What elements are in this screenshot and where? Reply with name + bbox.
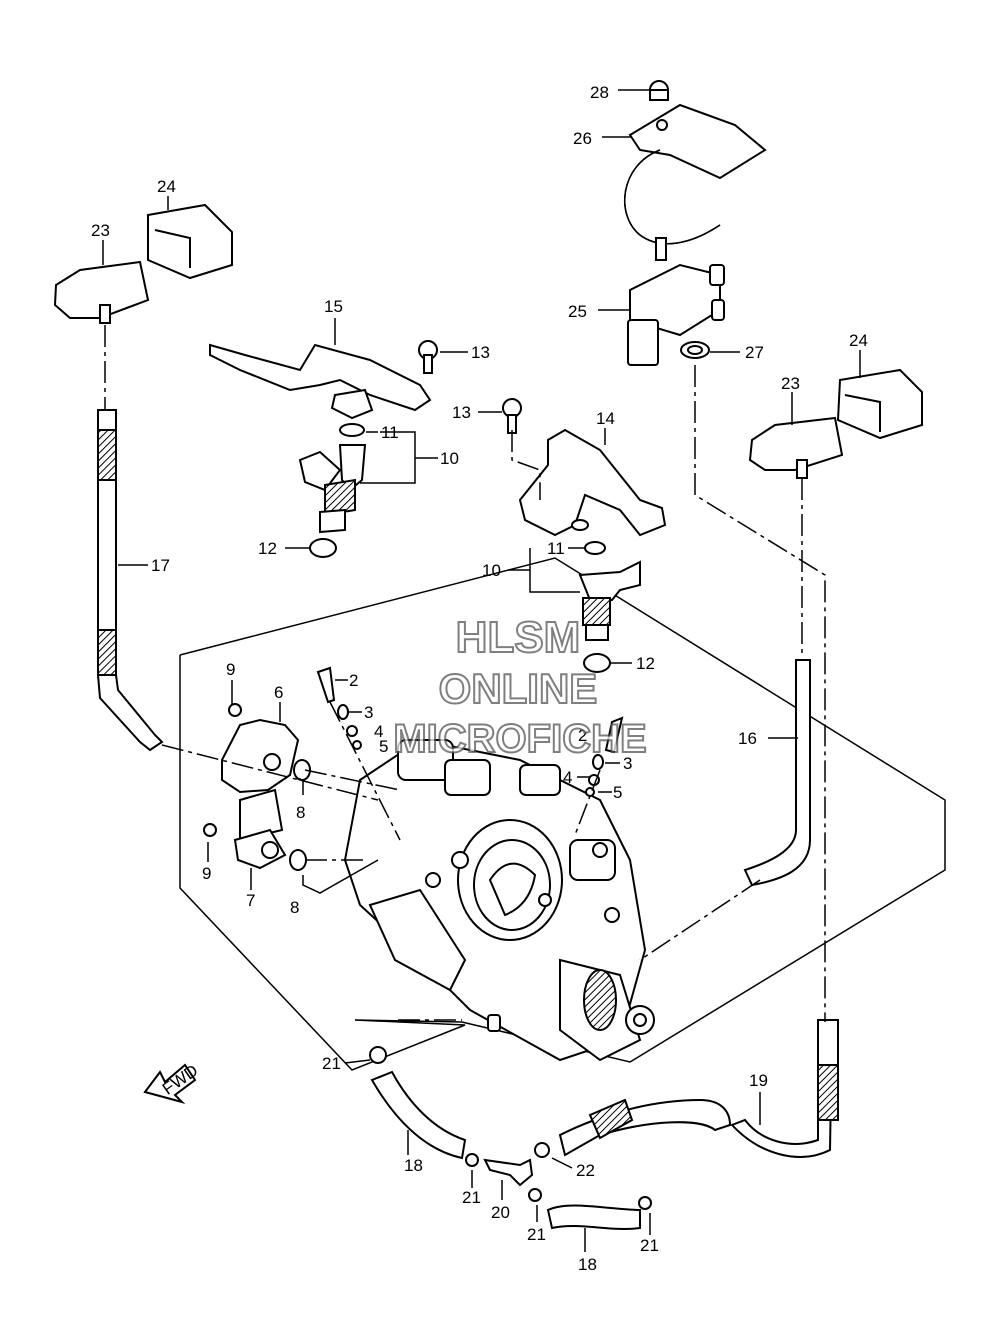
sensor-7 (203, 788, 307, 871)
watermark-line3: MICROFICHE (393, 717, 646, 761)
callout-23-left: 23 (91, 221, 110, 240)
callout-9-bottom: 9 (202, 864, 211, 883)
callout-28: 28 (590, 83, 609, 102)
hoses-bottom (369, 1019, 839, 1230)
callout-11-right: 11 (547, 539, 565, 558)
callout-4-right: 4 (563, 768, 572, 787)
callout-9-top: 9 (226, 660, 235, 679)
callout-18-left: 18 (404, 1156, 423, 1175)
callout-13-top: 13 (471, 343, 490, 362)
callout-3-right: 3 (623, 754, 632, 773)
screws-2-5 (316, 666, 624, 797)
callout-2-right: 2 (578, 726, 587, 745)
assembly-lines (104, 325, 826, 1022)
callout-7: 7 (246, 891, 255, 910)
delivery-pipe-15 (209, 343, 432, 420)
callout-4-left: 4 (374, 722, 383, 741)
callout-20: 20 (491, 1203, 510, 1222)
fwd-arrow: FWD (143, 1061, 202, 1104)
callout-10-left: 10 (440, 449, 459, 468)
watermark-line2: ONLINE (439, 665, 598, 712)
connector-left (53, 203, 233, 324)
callout-2-left: 2 (349, 671, 358, 690)
pipe-14 (502, 398, 667, 537)
assembly-frame (179, 557, 946, 1071)
hose-17 (96, 409, 164, 752)
callout-27: 27 (745, 343, 764, 362)
callout-5-left: 5 (379, 737, 388, 756)
injector-right (578, 541, 641, 673)
callouts: 28 26 24 23 25 27 15 13 13 14 24 23 11 1… (91, 83, 868, 1274)
sensor-6 (221, 703, 311, 794)
callout-8-top: 8 (296, 803, 305, 822)
connector-right (748, 368, 923, 479)
callout-6: 6 (274, 683, 283, 702)
watermark: HLSM ONLINE MICROFICHE (392, 612, 647, 762)
callout-26: 26 (573, 129, 592, 148)
throttle-body (343, 738, 655, 1062)
callout-12-left: 12 (258, 539, 277, 558)
callout-13-mid: 13 (452, 403, 471, 422)
callout-19: 19 (749, 1071, 768, 1090)
callout-16: 16 (738, 729, 757, 748)
callout-3-left: 3 (364, 703, 373, 722)
callout-11-left: 11 (381, 423, 399, 442)
callout-15: 15 (324, 297, 343, 316)
screw-13a (418, 340, 438, 374)
callout-5-right: 5 (613, 783, 622, 802)
callout-12-right: 12 (636, 654, 655, 673)
bracket-assembly (623, 80, 767, 366)
hose-16 (743, 659, 811, 887)
callout-21-left: 21 (322, 1054, 341, 1073)
fwd-label: FWD (159, 1061, 202, 1099)
watermark-line1: HLSM (456, 613, 581, 662)
callout-21-mid: 21 (462, 1188, 481, 1207)
injector-left (298, 423, 367, 558)
callout-25: 25 (568, 302, 587, 321)
callout-17: 17 (151, 556, 170, 575)
callout-8-bottom: 8 (290, 898, 299, 917)
callout-21-bottom: 21 (527, 1225, 546, 1244)
callout-24-left: 24 (157, 177, 176, 196)
callout-23-right: 23 (781, 374, 800, 393)
callout-21-right: 21 (640, 1236, 659, 1255)
callout-14: 14 (596, 409, 615, 428)
leader-lines (102, 89, 861, 1252)
callout-24-right: 24 (849, 331, 868, 350)
callout-22: 22 (576, 1161, 595, 1180)
callout-10-right: 10 (482, 561, 501, 580)
callout-18-bottom: 18 (578, 1255, 597, 1274)
